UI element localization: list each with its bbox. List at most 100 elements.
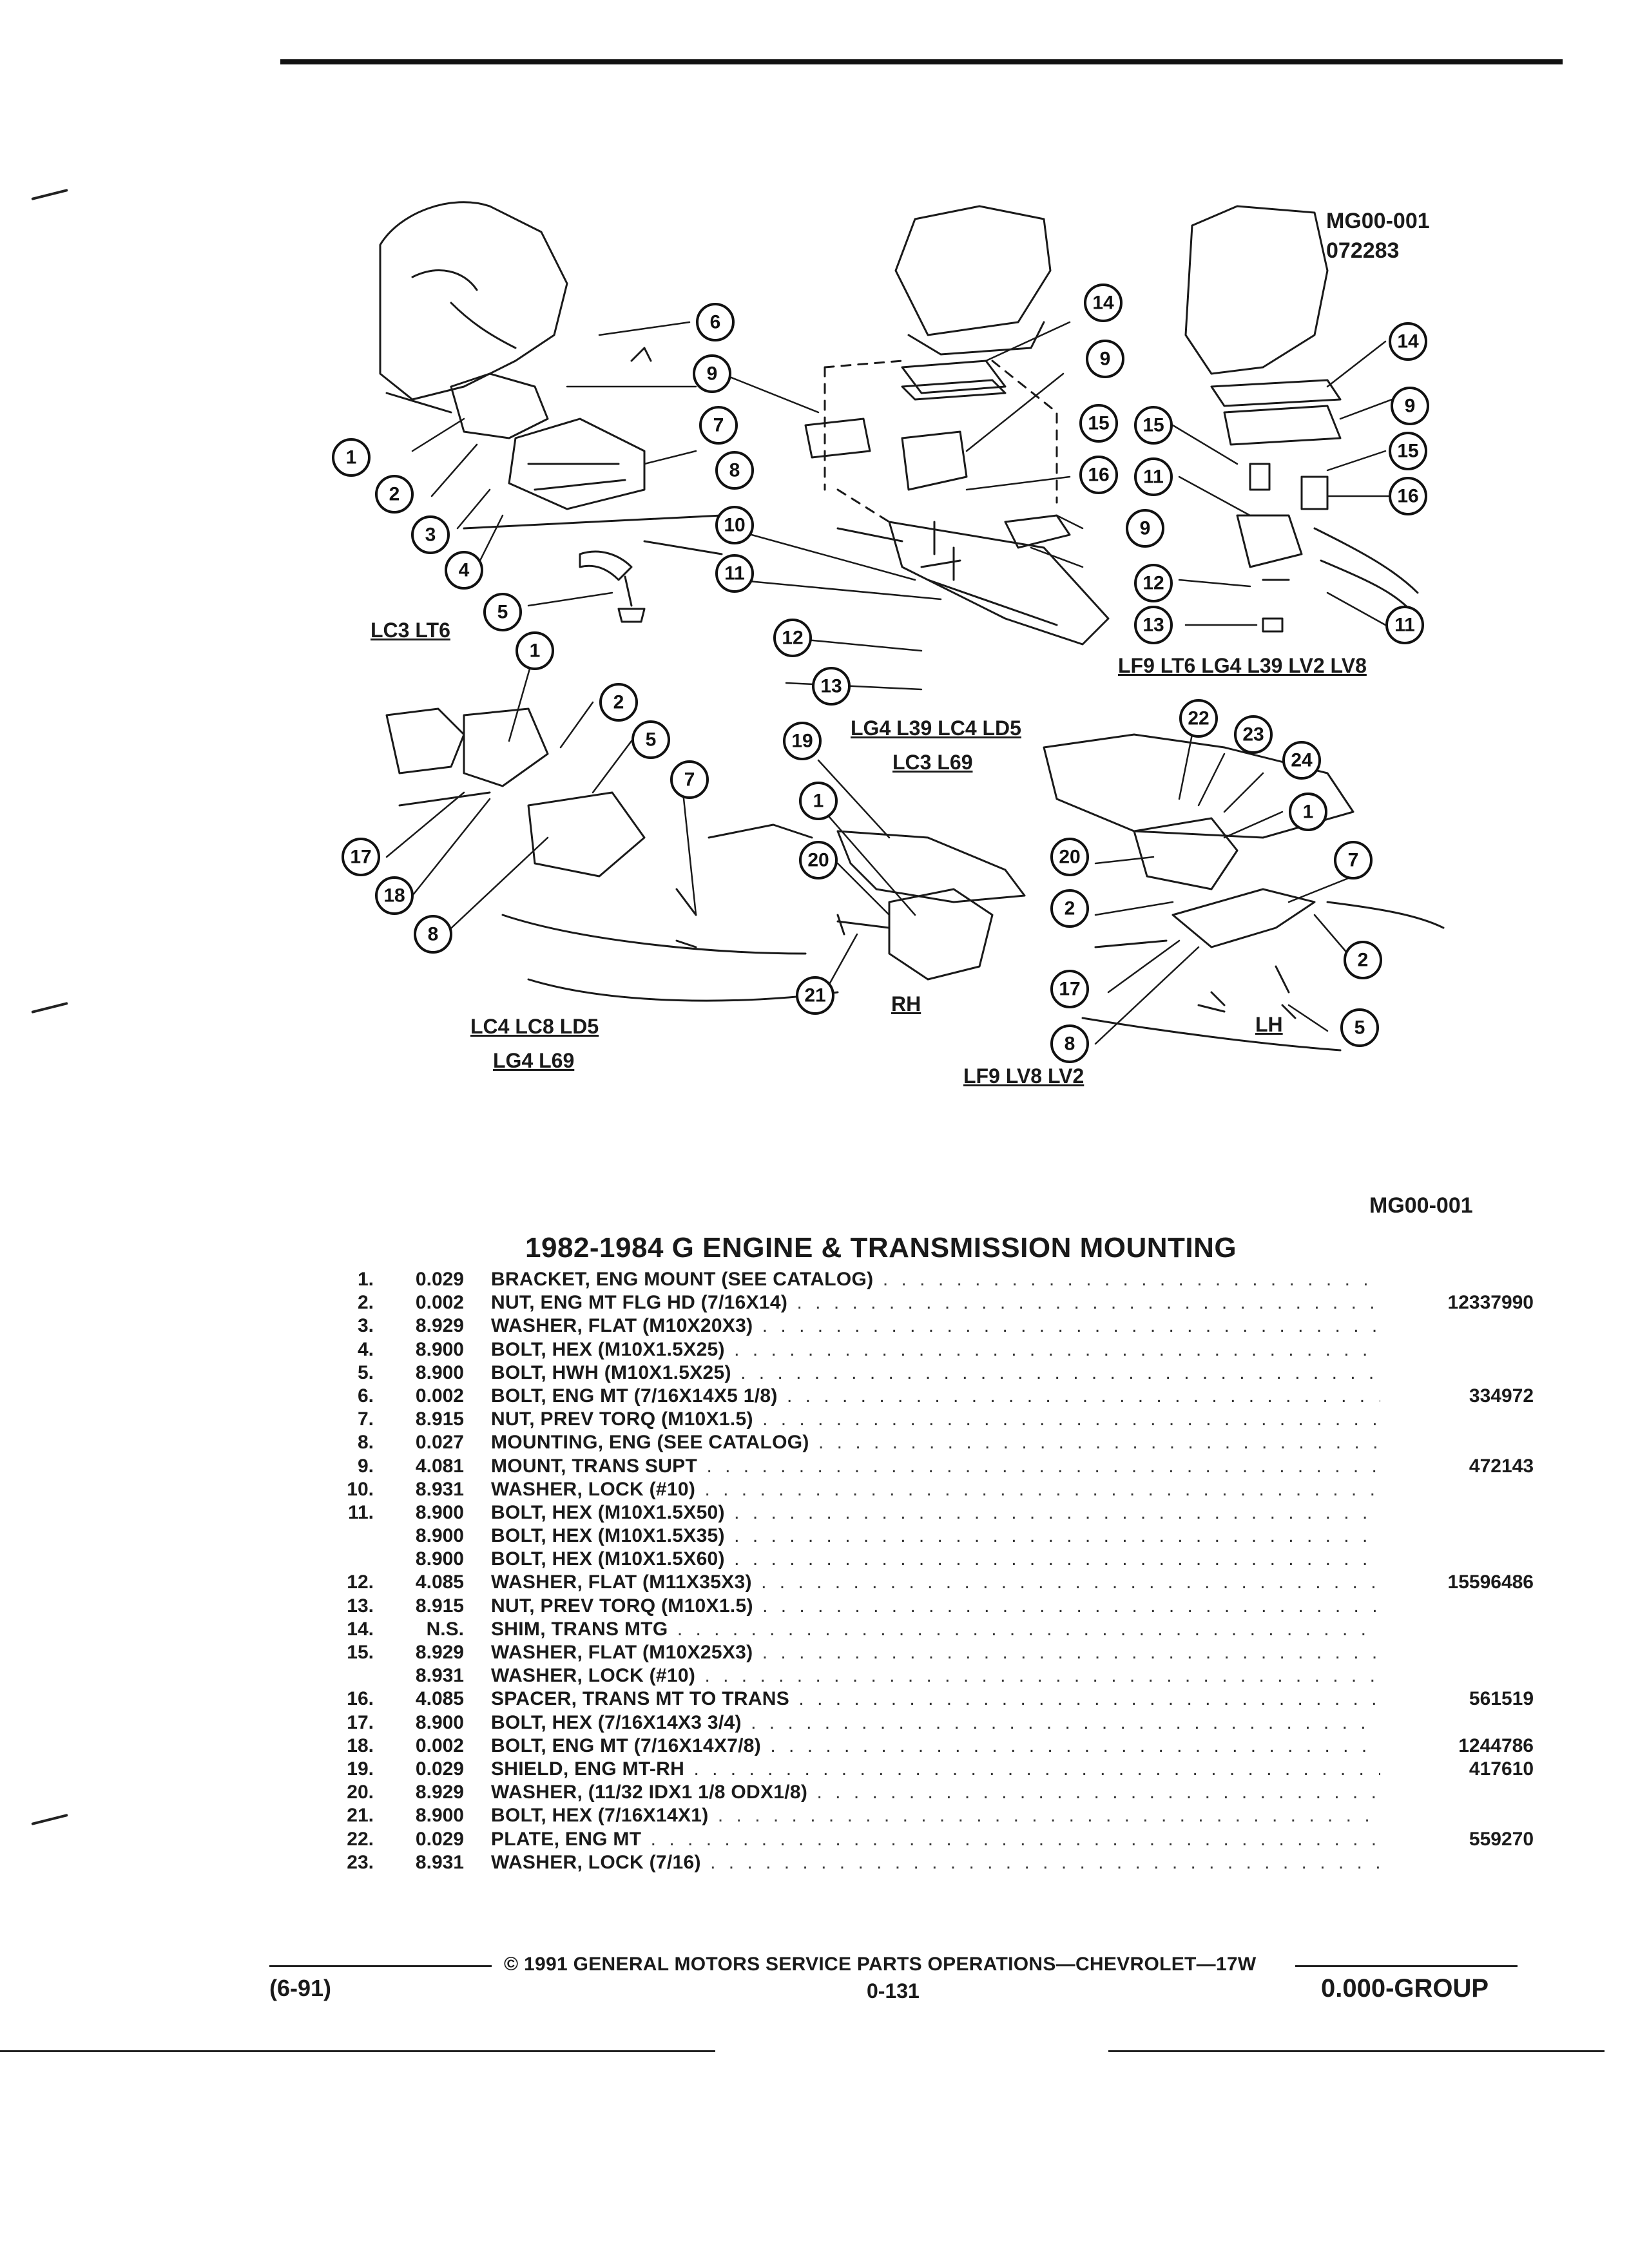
- engine-label-bl-1: LC4 LC8 LD5: [470, 1015, 599, 1038]
- part-detail: , TRANS MT TO TRANS: [571, 1688, 790, 1710]
- part-group-number: 0.029: [415, 1269, 464, 1290]
- part-item-number: 19.: [347, 1758, 374, 1780]
- part-name: SHIELD: [491, 1758, 563, 1780]
- leader-dots: . . . . . . . . . . . . . . . . . . . . …: [818, 1432, 1380, 1454]
- callout-9: 9: [707, 363, 718, 385]
- part-description: NUT, PREV TORQ (M10X1.5) . . . . . . . .…: [491, 1595, 1380, 1618]
- part-group-number: 0.027: [415, 1432, 464, 1454]
- part-name: SHIM: [491, 1618, 541, 1640]
- callout-9: 9: [1405, 396, 1416, 417]
- part-name: WASHER: [491, 1315, 577, 1337]
- part-description: BOLT, ENG MT (7/16X14X5 1/8) . . . . . .…: [491, 1385, 1380, 1408]
- part-detail: , ENG MT (7/16X14X7/8): [541, 1735, 762, 1756]
- part-name: NUT: [491, 1408, 530, 1430]
- top-rule: [280, 59, 1563, 64]
- callout-8: 8: [428, 924, 439, 945]
- footer-copyright: © 1991 GENERAL MOTORS SERVICE PARTS OPER…: [504, 1954, 1257, 1975]
- part-group-number: 0.002: [415, 1385, 464, 1407]
- part-group-number: 8.929: [415, 1642, 464, 1663]
- part-group-number: 8.931: [415, 1851, 464, 1873]
- part-description: WASHER, LOCK (#10) . . . . . . . . . . .…: [491, 1478, 1380, 1501]
- part-group-number: 0.002: [415, 1292, 464, 1314]
- shim-tc: [901, 360, 1007, 394]
- callout-15: 15: [1142, 415, 1164, 436]
- part-description: WASHER, FLAT (M11X35X3) . . . . . . . . …: [491, 1571, 1380, 1594]
- part-detail: , ENG MT FLG HD (7/16X14): [529, 1292, 788, 1314]
- engine-label-tc-2: LC3 L69: [892, 751, 973, 774]
- part-group-number: 8.900: [415, 1338, 464, 1360]
- footer-date: (6-91): [269, 1975, 332, 2001]
- callout-4: 4: [459, 560, 470, 581]
- part-name: BOLT: [491, 1548, 541, 1570]
- leader-dots: . . . . . . . . . . . . . . . . . . . . …: [677, 1618, 1380, 1640]
- part-detail: , HEX (M10X1.5X60): [541, 1548, 725, 1570]
- part-description: SPACER, TRANS MT TO TRANS . . . . . . . …: [491, 1687, 1380, 1711]
- part-name: BOLT: [491, 1525, 541, 1547]
- bottom-rule-left: [0, 2050, 715, 2052]
- leader-dots: . . . . . . . . . . . . . . . . . . . . …: [816, 1782, 1381, 1803]
- part-name: WASHER: [491, 1642, 577, 1663]
- part-item-number: 2.: [357, 1292, 374, 1314]
- callout-12: 12: [1142, 573, 1164, 594]
- part-description: BOLT, HWH (M10X1.5X25) . . . . . . . . .…: [491, 1361, 1380, 1385]
- part-detail: , TRANS MTG: [540, 1618, 668, 1640]
- leader-dots: . . . . . . . . . . . . . . . . . . . . …: [762, 1408, 1380, 1430]
- mount-bracket-tl: [450, 372, 549, 439]
- diagram-code: MG00-001 072283: [1326, 206, 1430, 265]
- callout-13: 13: [1142, 615, 1164, 636]
- callout-15: 15: [1397, 441, 1418, 462]
- crossmember-tc: [888, 521, 1110, 646]
- part-number: 12337990: [1447, 1292, 1534, 1314]
- part-description: MOUNT, TRANS SUPT . . . . . . . . . . . …: [491, 1455, 1380, 1478]
- transmission-sketch-tr: [1184, 205, 1329, 375]
- part-name: NUT: [491, 1292, 530, 1314]
- part-group-number: 0.029: [415, 1758, 464, 1780]
- callout-5: 5: [497, 602, 508, 623]
- callout-1: 1: [813, 791, 824, 812]
- callout-11: 11: [1143, 466, 1164, 488]
- side-label-rh: RH: [891, 992, 921, 1015]
- bracket-br: [1171, 888, 1316, 948]
- leader-dots: . . . . . . . . . . . . . . . . . . . . …: [650, 1828, 1380, 1850]
- part-group-number: 8.900: [415, 1361, 464, 1383]
- part-item-number: 10.: [347, 1478, 374, 1500]
- part-name: MOUNTING: [491, 1432, 598, 1454]
- part-detail: , (11/32 IDX1 1/8 ODX1/8): [577, 1782, 808, 1803]
- part-item-number: 22.: [347, 1828, 374, 1850]
- part-item-number: 4.: [357, 1338, 374, 1360]
- part-group-number: 4.085: [415, 1688, 464, 1710]
- part-group-number: 8.929: [415, 1315, 464, 1337]
- callout-9: 9: [1140, 518, 1151, 539]
- part-item-number: 8.: [357, 1432, 374, 1454]
- part-row: 14.N.S.SHIM, TRANS MTG . . . . . . . . .…: [335, 1618, 1534, 1641]
- leader-dots: . . . . . . . . . . . . . . . . . . . . …: [706, 1455, 1380, 1477]
- leader-dots: . . . . . . . . . . . . . . . . . . . . …: [787, 1385, 1380, 1407]
- callout-7: 7: [684, 769, 695, 791]
- part-detail: , ENG MOUNT (SEE CATALOG): [584, 1269, 874, 1290]
- part-name: WASHER: [491, 1665, 577, 1687]
- callout-8: 8: [1065, 1033, 1075, 1055]
- part-group-number: 4.085: [415, 1571, 464, 1593]
- part-description: BOLT, HEX (M10X1.5X50) . . . . . . . . .…: [491, 1501, 1380, 1524]
- part-detail: , FLAT (M10X20X3): [577, 1315, 753, 1337]
- callout-1: 1: [530, 640, 541, 662]
- part-item-number: 6.: [357, 1385, 374, 1407]
- callout-23: 23: [1242, 724, 1264, 745]
- engine-mount-bl: [527, 791, 646, 878]
- part-group-number: N.S.: [426, 1618, 464, 1640]
- part-description: WASHER, FLAT (M10X20X3) . . . . . . . . …: [491, 1314, 1380, 1338]
- callout-12: 12: [782, 628, 803, 649]
- part-name: BOLT: [491, 1501, 541, 1523]
- part-group-number: 8.900: [415, 1501, 464, 1523]
- part-name: BOLT: [491, 1805, 541, 1827]
- leader-dots: . . . . . . . . . . . . . . . . . . . . …: [882, 1269, 1380, 1290]
- leader-dots: . . . . . . . . . . . . . . . . . . . . …: [740, 1361, 1380, 1383]
